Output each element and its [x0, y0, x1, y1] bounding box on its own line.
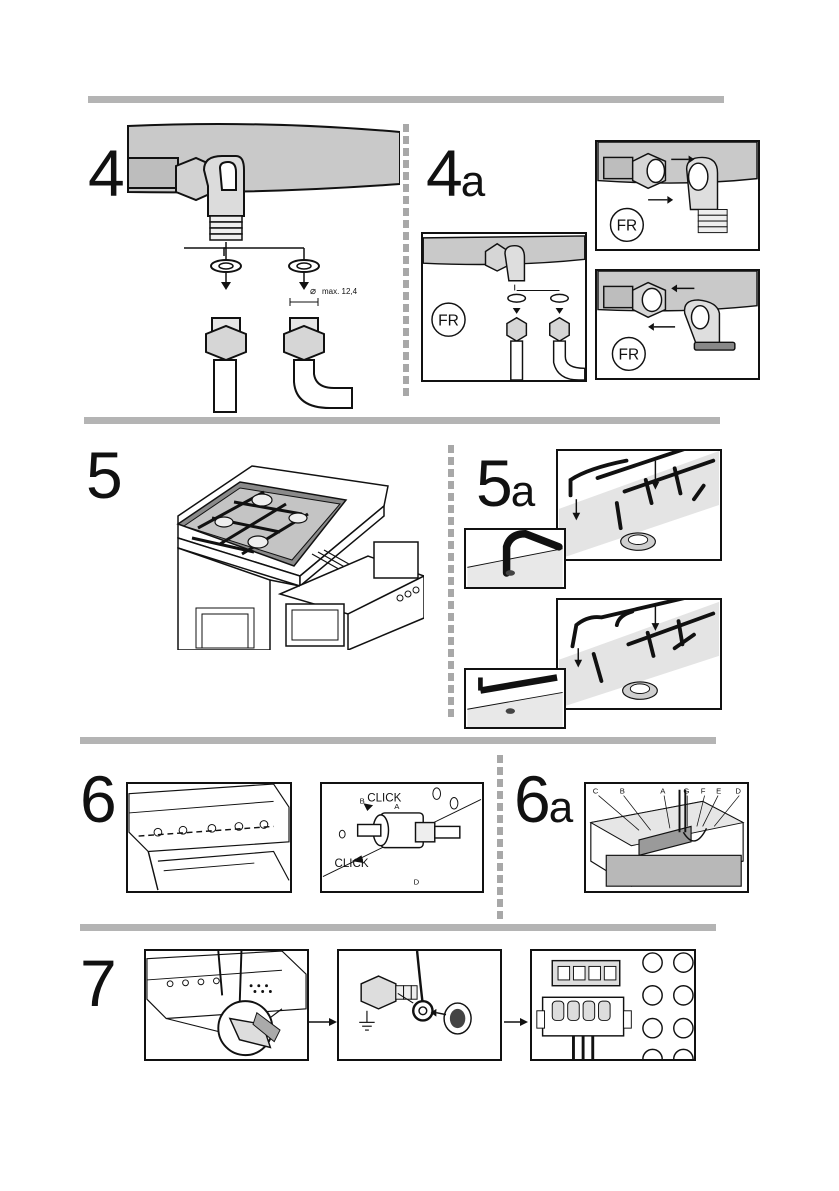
step-4a-panel-bottom: FR	[595, 269, 760, 380]
column-divider-4	[403, 124, 409, 400]
step-5a-panel-lower-detail	[464, 668, 566, 729]
terminal-label-b: B	[620, 787, 625, 796]
step-5a-panel-upper-main	[556, 449, 722, 561]
fr-badge-top: FR	[617, 218, 638, 235]
step-6-number: 6	[80, 762, 117, 836]
step-6a-letter: a	[548, 783, 574, 832]
diameter-symbol: ⌀	[310, 286, 316, 297]
step-6-panel-control	[126, 782, 292, 893]
section-divider-5-6	[80, 737, 716, 744]
fr-badge-main: FR	[438, 312, 459, 329]
step-4a-letter: a	[460, 157, 486, 206]
step-5a-panel-lower-main	[556, 598, 722, 710]
terminal-label-g: G	[683, 787, 689, 796]
label-d: D	[414, 877, 420, 886]
section-divider-4-5	[84, 417, 720, 424]
step-5a-letter: a	[510, 467, 536, 516]
step-5a-panel-upper-detail	[464, 528, 566, 589]
step-7-panel-ground-screw	[337, 949, 502, 1061]
step-7-number: 7	[80, 946, 117, 1020]
terminal-label-a: A	[660, 787, 666, 796]
label-a: A	[394, 802, 400, 811]
step-5a-number: 5a	[476, 450, 535, 516]
click-label-bottom: CLICK	[335, 858, 369, 870]
section-divider-6-7	[80, 924, 716, 931]
label-b: B	[360, 796, 365, 805]
step-5-illustration	[168, 458, 424, 650]
step-4a-number: 4a	[426, 140, 485, 206]
pipe-diameter-note: max. 12,4	[322, 287, 358, 296]
click-label-top: CLICK	[367, 792, 401, 804]
arrow-to-detail-2	[504, 1016, 528, 1028]
terminal-label-c: C	[593, 787, 599, 796]
step-4-illustration: ⌀ max. 12,4	[124, 120, 400, 416]
terminal-label-f: F	[701, 787, 706, 796]
section-divider-top	[88, 96, 724, 103]
step-6a-digit: 6	[514, 762, 551, 836]
step-7-panel-ground-location	[144, 949, 309, 1061]
step-6-panel-connector: CLICK CLICK B A D	[320, 782, 484, 893]
column-divider-6	[497, 755, 503, 920]
terminal-label-e: E	[716, 787, 721, 796]
step-7-panel-terminal-block	[530, 949, 696, 1061]
step-4a-digit: 4	[426, 136, 463, 210]
step-5-number: 5	[86, 438, 123, 512]
terminal-label-d: D	[735, 787, 741, 796]
step-4a-panel-top: FR	[595, 140, 760, 251]
step-6a-number: 6a	[514, 766, 573, 832]
column-divider-5	[448, 445, 454, 720]
step-6a-panel-terminal: C B A G F E D	[584, 782, 749, 893]
arrow-to-detail-1	[309, 1016, 337, 1028]
fr-badge-bottom: FR	[619, 347, 640, 364]
step-4-number: 4	[88, 136, 125, 210]
step-4a-panel-main: FR	[421, 232, 587, 382]
step-5a-digit: 5	[476, 446, 513, 520]
